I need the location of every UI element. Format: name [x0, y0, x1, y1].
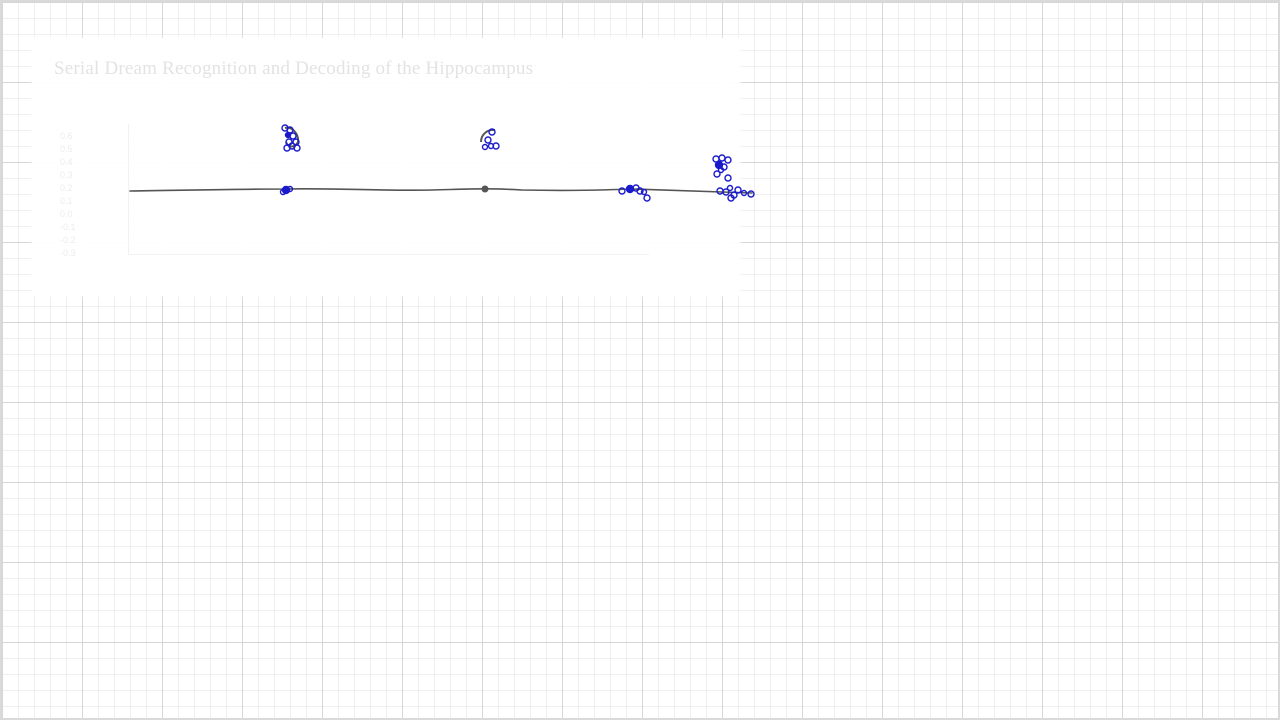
ink-cluster-1-baseline[interactable]	[279, 185, 294, 196]
faded-tick-label: -0.2	[60, 235, 76, 245]
faded-axis-ticks: 0.6 0.5 0.4 0.3 0.2 0.1 0.0 -0.1 -0.2 -0…	[60, 130, 100, 270]
faded-tick-label: 0.1	[60, 196, 73, 206]
faded-tick-label: 0.0	[60, 209, 73, 219]
faded-tick-label: 0.5	[60, 144, 73, 154]
faded-tick-label: 0.2	[60, 183, 73, 193]
pasted-chart-image[interactable]: Serial Dream Recognition and Decoding of…	[32, 38, 740, 296]
ink-cluster-4-baseline[interactable]	[716, 184, 755, 202]
ink-cluster-4-upper[interactable]	[712, 154, 732, 182]
faded-tick-label: 0.4	[60, 157, 73, 167]
ink-cluster-3-baseline[interactable]	[618, 184, 651, 202]
ink-baseline-stroke[interactable]	[129, 187, 753, 194]
faded-tick-label: -0.3	[60, 248, 76, 258]
faded-tick-label: 0.6	[60, 131, 73, 141]
ink-cluster-2-top[interactable]	[480, 128, 500, 151]
faded-chart-title: Serial Dream Recognition and Decoding of…	[54, 58, 534, 79]
faded-tick-label: -0.1	[60, 222, 76, 232]
faded-plot-frame	[128, 124, 649, 255]
faded-tick-label: 0.3	[60, 170, 73, 180]
ink-cluster-1-top[interactable]	[281, 124, 301, 152]
ink-cluster-2-baseline[interactable]	[481, 185, 489, 193]
